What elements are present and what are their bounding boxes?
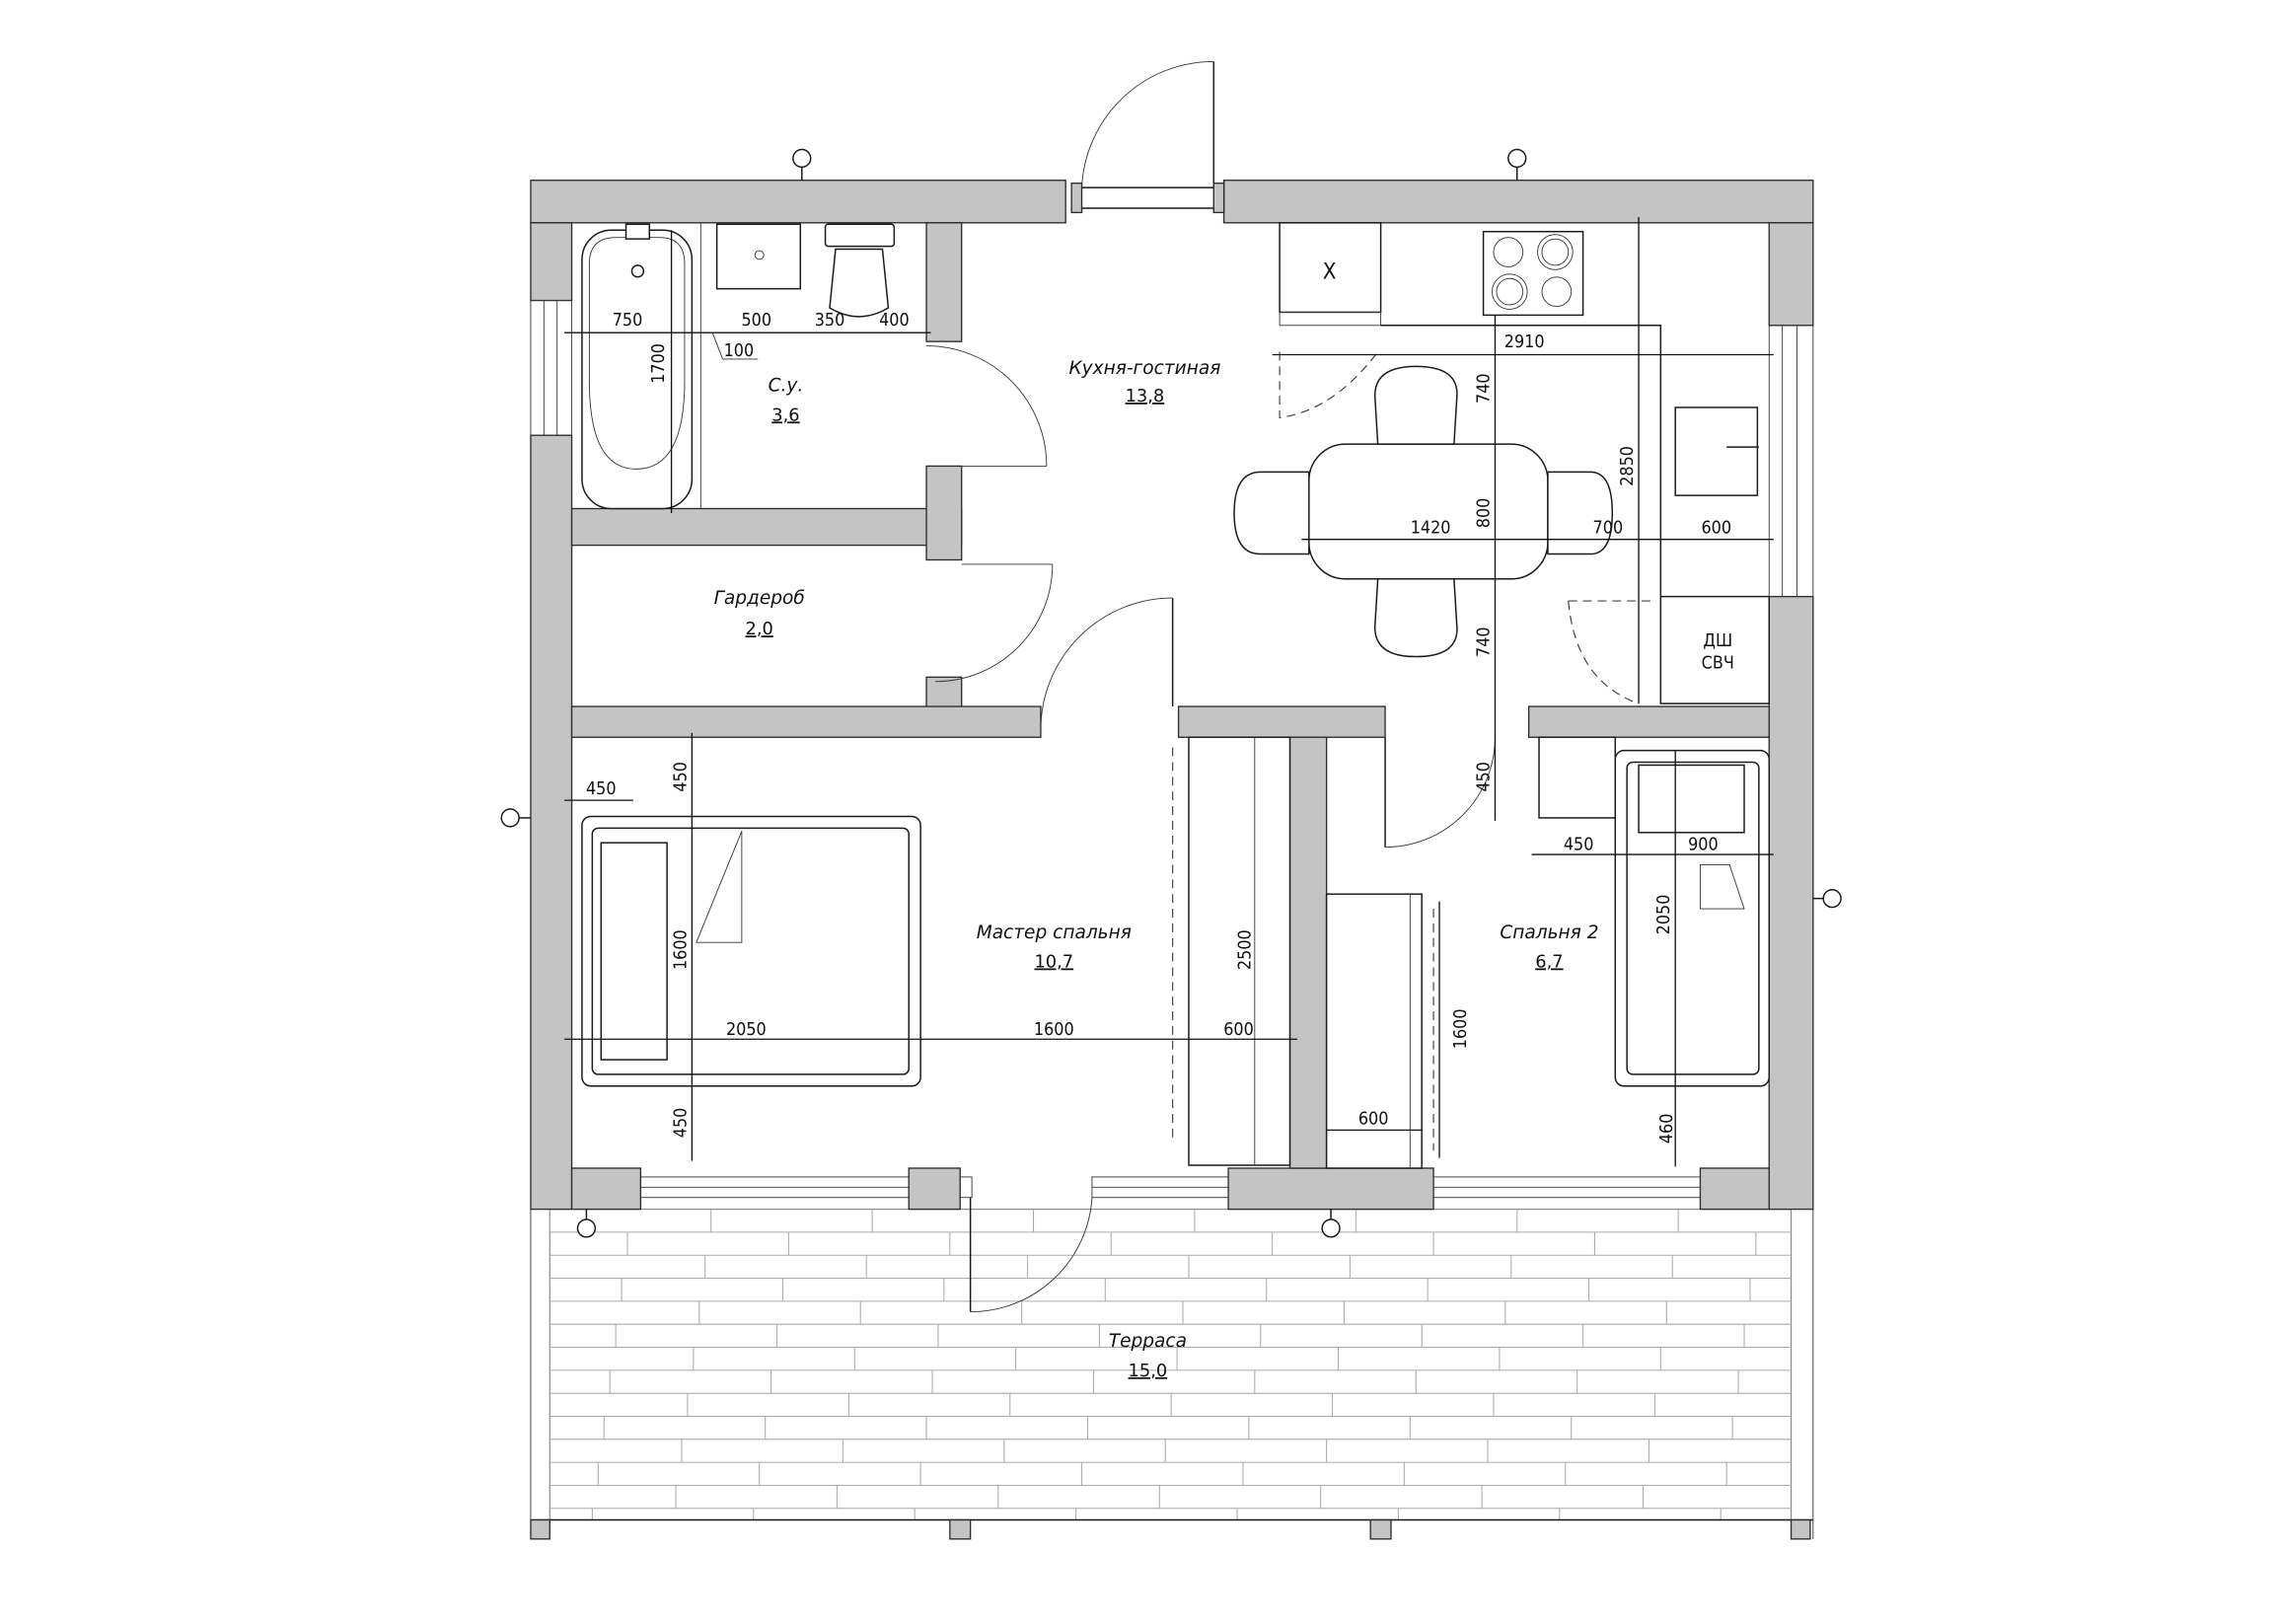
bed-2 [1614, 749, 1771, 1087]
bathroom-sink [715, 223, 802, 290]
walls [530, 180, 1814, 1211]
entrance-door[interactable] [1070, 60, 1225, 214]
room-name-wardrobe: Гардероб [714, 588, 805, 609]
dim-label: 500 [741, 310, 771, 331]
dim-label: 450 [1474, 762, 1495, 792]
dim-label: 400 [879, 310, 910, 331]
terrace-post [1369, 1518, 1392, 1540]
terrace-post [530, 1518, 550, 1540]
dining-table [1308, 443, 1549, 580]
master-bed [581, 815, 921, 1087]
dim-label: 450 [1564, 835, 1594, 855]
master-closet [1172, 736, 1291, 1166]
chair [1233, 471, 1310, 555]
dim-label: 900 [1688, 835, 1719, 855]
room-labels: С.у. 3,6 Кухня-гостиная 13,8 Гардероб 2,… [714, 358, 1599, 1381]
room-area-master-bedroom: 10,7 [1034, 951, 1073, 972]
dim-label: 350 [815, 310, 845, 331]
room-area-wardrobe: 2,0 [746, 619, 773, 639]
dim-label: 2850 [1617, 446, 1638, 486]
kitchen-counter [1380, 325, 1662, 597]
dim-label: 1600 [670, 929, 691, 970]
dim-label: 600 [1701, 518, 1731, 539]
dim-label: 460 [1656, 1114, 1677, 1144]
dishwasher-swing [1568, 600, 1656, 704]
wardrobe-door[interactable] [934, 563, 1054, 683]
room-area-bathroom: 3,6 [771, 405, 799, 425]
terrace-planks [549, 1209, 1792, 1520]
dim-label: 600 [1223, 1019, 1254, 1040]
bathtub [581, 222, 701, 510]
dim-label: 700 [1593, 518, 1624, 539]
dining-chairs [1233, 365, 1614, 658]
terrace-door[interactable] [969, 1197, 1093, 1313]
dim-label: 2910 [1504, 332, 1545, 352]
bedroom2-closet [1325, 893, 1434, 1169]
dim-label: 1700 [648, 343, 669, 384]
dim-label: 2050 [726, 1019, 767, 1040]
dimension-labels: 750 500 350 400 100 1700 2910 740 800 74… [586, 310, 1731, 1144]
svg-text:X: X [1323, 258, 1337, 284]
dim-label: 740 [1474, 373, 1495, 404]
chair [1373, 365, 1458, 445]
axis-marker [792, 148, 812, 181]
dim-label: 1420 [1411, 518, 1451, 539]
terrace-post [1790, 1518, 1811, 1540]
dim-label: 100 [724, 340, 755, 361]
bedroom2-door[interactable] [1384, 737, 1496, 849]
dim-label: 750 [613, 310, 643, 331]
chair [1373, 578, 1458, 658]
room-area-terrace: 15,0 [1129, 1361, 1168, 1381]
kitchen-sink [1674, 406, 1759, 496]
axis-marker [576, 1209, 597, 1238]
axis-marker [1812, 888, 1842, 909]
toilet [824, 223, 896, 318]
dim-label: 600 [1358, 1108, 1389, 1129]
svg-text:ДШ: ДШ [1703, 630, 1732, 651]
room-name-master-bedroom: Мастер спальня [977, 923, 1132, 943]
room-area-kitchen: 13,8 [1126, 386, 1165, 406]
room-name-terrace: Терраса [1109, 1331, 1187, 1352]
terrace [530, 1208, 1814, 1540]
fridge: X [1279, 222, 1382, 327]
dim-label: 2500 [1234, 929, 1255, 970]
axis-marker [1321, 1209, 1341, 1238]
terrace-post [949, 1518, 972, 1540]
cooktop [1482, 230, 1584, 317]
dim-label: 1600 [1034, 1019, 1074, 1040]
master-bedroom-door[interactable] [1040, 597, 1174, 730]
dim-label: 2050 [1653, 895, 1674, 935]
dimension-lines [564, 216, 1774, 1167]
windows [530, 300, 1814, 1199]
axis-marker [1507, 148, 1527, 181]
dim-label: 1600 [1450, 1008, 1471, 1049]
bedroom2-desk [1538, 736, 1617, 819]
svg-text:СВЧ: СВЧ [1702, 652, 1734, 673]
room-name-bathroom: С.у. [769, 376, 804, 397]
cabinet-swing [1279, 351, 1379, 419]
room-name-kitchen: Кухня-гостиная [1068, 358, 1220, 379]
dim-label: 450 [670, 762, 691, 792]
chair [1547, 471, 1614, 555]
room-area-bedroom-2: 6,7 [1535, 951, 1563, 972]
axis-markers [500, 148, 1842, 1238]
sink-drain-icon [754, 250, 765, 260]
dim-label: 800 [1474, 498, 1495, 529]
dim-label: 450 [586, 778, 617, 799]
dim-label: 740 [1474, 627, 1495, 657]
axis-marker [500, 808, 531, 828]
dim-label: 450 [670, 1108, 691, 1139]
bathroom-door[interactable] [926, 345, 1048, 467]
room-name-bedroom-2: Спальня 2 [1500, 923, 1598, 943]
dishwasher-microwave: ДШ СВЧ [1659, 595, 1771, 704]
